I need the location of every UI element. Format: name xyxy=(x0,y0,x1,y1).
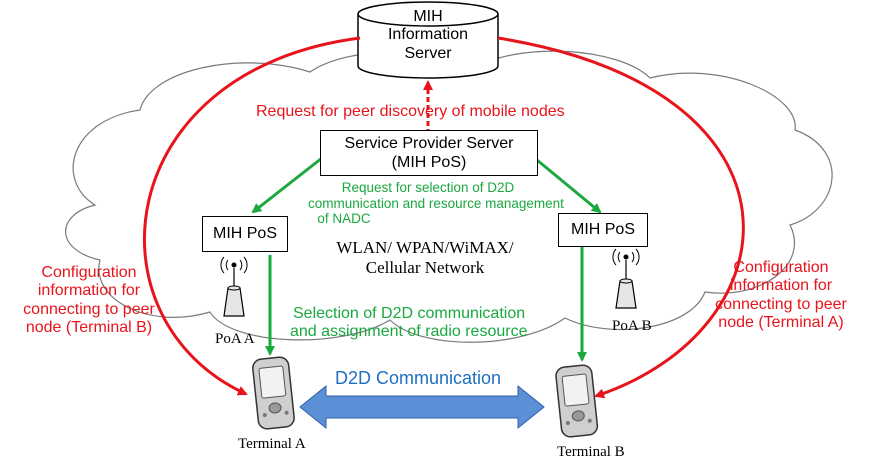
server-line2: Information xyxy=(387,26,469,44)
server-line3: Server xyxy=(404,44,452,62)
network-line1: WLAN/ WPAN/WiMAX/ xyxy=(336,238,514,257)
antenna-b-icon xyxy=(612,248,640,309)
config-right-line2: information for xyxy=(729,277,833,295)
poa-b-label: PoA B xyxy=(612,318,652,334)
red-arrow-server-to-terminal-b xyxy=(497,36,745,399)
poa-a-label: PoA A xyxy=(215,331,255,347)
request-peer-discovery-label: Request for peer discovery of mobile nod… xyxy=(256,103,565,120)
selection-d2d-label: Selection of D2D communication and assig… xyxy=(290,305,527,342)
red-arrow-server-to-terminal-a xyxy=(142,36,361,396)
network-line2: Cellular Network xyxy=(365,257,485,277)
config-left-line2: information for xyxy=(37,282,141,300)
d2d-double-arrow xyxy=(299,384,545,430)
selection-d2d-line2: and assignment of radio resource xyxy=(290,323,528,341)
network-cloud xyxy=(65,50,833,343)
config-right-line3: connecting to peer xyxy=(715,295,847,313)
terminal-a-phone-icon xyxy=(252,356,295,430)
terminal-b-label: Terminal B xyxy=(557,444,625,460)
config-left-line4: node (Terminal B) xyxy=(25,319,153,337)
config-right-label: Configuration information for connecting… xyxy=(693,259,869,333)
green-arrow-to-left-pos xyxy=(251,156,323,214)
terminal-a-label: Terminal A xyxy=(238,436,306,452)
config-right-line4: node (Terminal A) xyxy=(718,314,844,332)
request-selection-line1: Request for selection of D2D xyxy=(341,180,515,195)
mih-pos-right-box: MIH PoS xyxy=(558,213,648,247)
green-arrow-to-right-pos xyxy=(536,158,602,214)
request-selection-line2: communication and resource management xyxy=(308,195,564,211)
network-label: WLAN/ WPAN/WiMAX/ Cellular Network xyxy=(310,238,540,277)
mih-information-server-label: MIH Information Server xyxy=(368,8,488,63)
selection-d2d-line1: Selection of D2D communication xyxy=(293,305,526,322)
request-selection-line3: of NADC xyxy=(317,211,371,227)
config-left-label: Configuration information for connecting… xyxy=(4,264,174,338)
sp-server-line1: Service Provider Server xyxy=(344,134,514,152)
sp-server-line2: (MIH PoS) xyxy=(391,154,467,171)
config-right-line1: Configuration xyxy=(733,259,829,276)
config-left-line3: connecting to peer xyxy=(23,300,155,318)
config-left-line1: Configuration xyxy=(41,264,137,281)
service-provider-server-box: Service Provider Server (MIH PoS) xyxy=(320,130,538,176)
terminal-b-phone-icon xyxy=(555,364,599,438)
antenna-a-icon xyxy=(220,256,248,317)
mih-pos-left-box: MIH PoS xyxy=(202,216,288,252)
request-selection-label: Request for selection of D2D communicati… xyxy=(268,180,588,227)
d2d-communication-label: D2D Communication xyxy=(335,368,502,388)
mih-information-server-icon xyxy=(357,1,499,79)
server-line1: MIH xyxy=(413,8,443,25)
